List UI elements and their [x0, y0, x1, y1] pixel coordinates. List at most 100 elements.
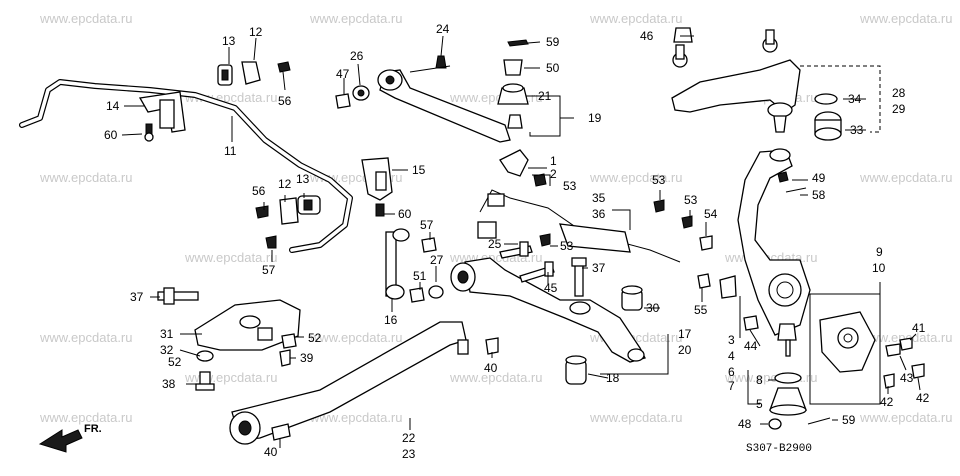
nut-57-right[interactable] — [421, 237, 437, 253]
cotter-pin-59-bottom[interactable] — [807, 417, 831, 425]
steering-knuckle[interactable] — [719, 148, 811, 357]
castle-nut-50[interactable] — [503, 59, 523, 76]
callout-31[interactable]: 31 — [160, 327, 174, 341]
nut-52-left[interactable] — [196, 350, 214, 362]
callout-2[interactable]: 2 — [550, 167, 557, 181]
bolt-40-upper[interactable] — [485, 337, 499, 355]
callout-20[interactable]: 20 — [678, 343, 692, 357]
callout-57b[interactable]: 57 — [420, 218, 434, 232]
bushing-18[interactable] — [565, 355, 587, 385]
callout-37a[interactable]: 37 — [130, 290, 144, 304]
callout-38[interactable]: 38 — [162, 377, 176, 391]
boot-5[interactable] — [769, 387, 807, 416]
callout-57a[interactable]: 57 — [262, 263, 276, 277]
callout-56a[interactable]: 56 — [278, 94, 292, 108]
callout-26[interactable]: 26 — [350, 49, 364, 63]
bolt-53-cluster[interactable] — [539, 199, 713, 251]
callout-41[interactable]: 41 — [912, 321, 926, 335]
nut-46[interactable] — [673, 27, 693, 43]
compliance-bushing-30[interactable] — [621, 285, 643, 311]
ball-joint-19[interactable] — [507, 114, 523, 129]
callout-9[interactable]: 9 — [876, 245, 883, 259]
callout-18[interactable]: 18 — [606, 371, 620, 385]
callout-4[interactable]: 4 — [728, 349, 735, 363]
callout-44[interactable]: 44 — [744, 339, 758, 353]
cotter-pin-59-top[interactable] — [507, 39, 529, 47]
callout-49[interactable]: 49 — [812, 171, 826, 185]
callout-25[interactable]: 25 — [488, 237, 502, 251]
callout-46[interactable]: 46 — [640, 29, 654, 43]
bolt-56-top[interactable] — [277, 61, 291, 73]
nut-52-right[interactable] — [281, 333, 297, 349]
callout-37b[interactable]: 37 — [592, 261, 606, 275]
callout-58[interactable]: 58 — [812, 188, 826, 202]
upper-control-arm[interactable] — [671, 29, 801, 133]
callout-39[interactable]: 39 — [300, 351, 314, 365]
abs-harness-35-36[interactable] — [477, 189, 681, 263]
callout-42a[interactable]: 42 — [880, 395, 894, 409]
bolt-57-left[interactable] — [265, 235, 277, 249]
callout-27[interactable]: 27 — [430, 253, 444, 267]
bolt-40-lower[interactable] — [271, 423, 291, 441]
sensor-bracket-1-2[interactable] — [499, 149, 547, 187]
callout-53b[interactable]: 53 — [652, 173, 666, 187]
callout-53c[interactable]: 53 — [684, 193, 698, 207]
callout-28[interactable]: 28 — [892, 86, 906, 100]
callout-7[interactable]: 7 — [728, 379, 735, 393]
callout-54[interactable]: 54 — [704, 207, 718, 221]
lower-control-arm[interactable] — [450, 257, 646, 363]
bolt-39[interactable] — [279, 349, 291, 367]
callout-56b[interactable]: 56 — [252, 184, 266, 198]
callout-48[interactable]: 48 — [738, 417, 752, 431]
cap-34[interactable] — [814, 93, 838, 105]
callout-30[interactable]: 30 — [646, 301, 660, 315]
callout-1[interactable]: 1 — [550, 154, 557, 168]
callout-55[interactable]: 55 — [694, 303, 708, 317]
radius-rod-22-23[interactable] — [229, 321, 469, 445]
callout-6[interactable]: 6 — [728, 365, 735, 379]
bolt-55[interactable] — [697, 273, 711, 289]
callout-23[interactable]: 23 — [402, 447, 416, 461]
callout-13a[interactable]: 13 — [222, 34, 236, 48]
boot-21[interactable] — [497, 83, 529, 105]
callout-22[interactable]: 22 — [402, 431, 416, 445]
callout-45[interactable]: 45 — [544, 281, 558, 295]
stabilizer-bar[interactable] — [19, 79, 353, 253]
callout-15[interactable]: 15 — [412, 163, 426, 177]
callout-36[interactable]: 36 — [592, 207, 606, 221]
callout-5[interactable]: 5 — [756, 397, 763, 411]
callout-40a[interactable]: 40 — [484, 361, 498, 375]
clip-48[interactable] — [768, 418, 782, 430]
callout-19[interactable]: 19 — [588, 111, 602, 125]
callout-33[interactable]: 33 — [850, 123, 864, 137]
holder-12-top[interactable] — [241, 61, 261, 85]
brake-backing-plate[interactable] — [809, 293, 881, 405]
callout-43[interactable]: 43 — [900, 371, 914, 385]
bolt-56-lower[interactable] — [255, 205, 269, 219]
callout-51[interactable]: 51 — [413, 269, 427, 283]
callout-32[interactable]: 32 — [160, 343, 174, 357]
bolt-60-left[interactable] — [144, 123, 154, 142]
callout-11[interactable]: 11 — [224, 144, 237, 158]
callout-50[interactable]: 50 — [546, 61, 560, 75]
bushing-13-lower[interactable] — [297, 195, 321, 215]
callout-34[interactable]: 34 — [848, 92, 862, 106]
bolt-25[interactable] — [499, 241, 533, 259]
bolt-45[interactable] — [519, 261, 555, 283]
bushing-13-top[interactable] — [217, 64, 233, 86]
callout-24[interactable]: 24 — [436, 22, 450, 36]
callout-53d[interactable]: 53 — [560, 239, 574, 253]
bolt-37-center[interactable] — [571, 257, 587, 297]
bracket-31-32[interactable] — [194, 299, 301, 351]
callout-47[interactable]: 47 — [336, 67, 350, 81]
holder-12-lower[interactable] — [279, 197, 299, 225]
callout-3[interactable]: 3 — [728, 333, 735, 347]
callout-10[interactable]: 10 — [872, 261, 886, 275]
snap-ring-8[interactable] — [774, 372, 802, 384]
callout-16[interactable]: 16 — [384, 313, 398, 327]
stabilizer-bracket-14[interactable] — [138, 91, 186, 133]
callout-59a[interactable]: 59 — [546, 35, 560, 49]
nut-44[interactable] — [743, 315, 759, 331]
callout-12b[interactable]: 12 — [278, 177, 292, 191]
callout-52a[interactable]: 52 — [168, 355, 182, 369]
